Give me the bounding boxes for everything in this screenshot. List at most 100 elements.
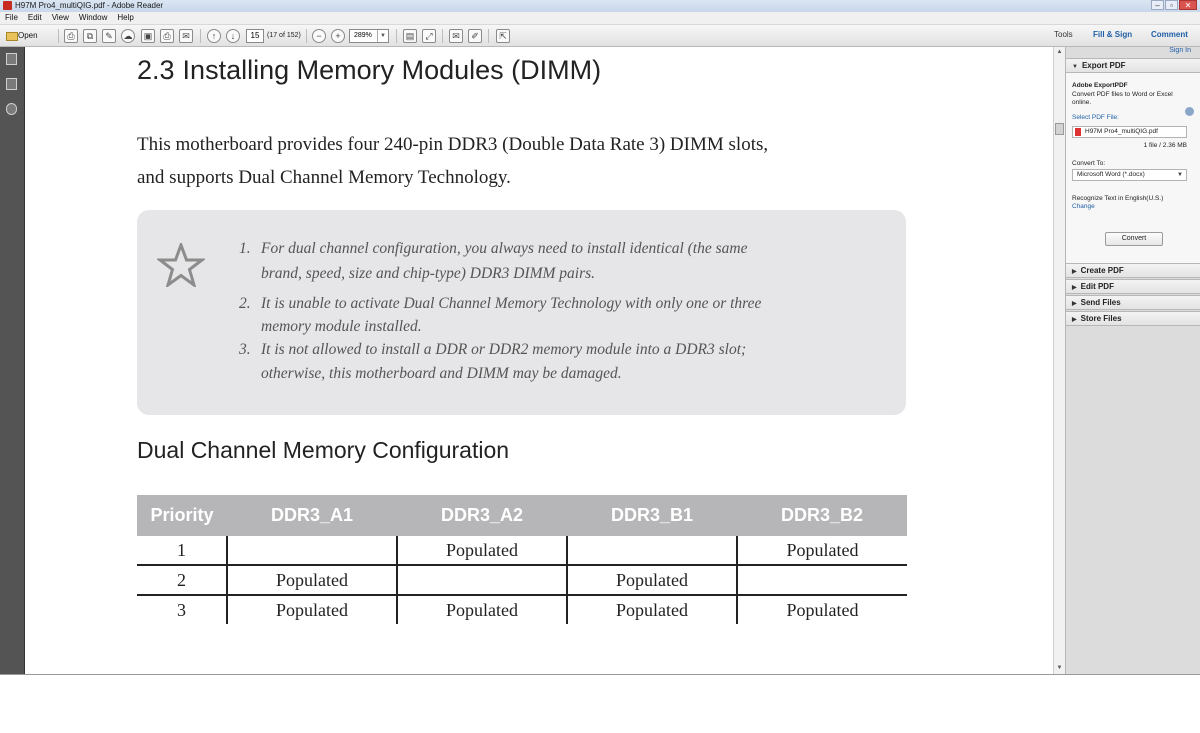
section-number: 2.3	[137, 55, 175, 85]
print-icon[interactable]: ⎙	[160, 29, 174, 43]
star-icon	[157, 243, 205, 287]
fit-page-icon[interactable]: ▤	[403, 29, 417, 43]
table-title: Dual Channel Memory Configuration	[137, 437, 510, 463]
expand-triangle-icon: ▶	[1072, 301, 1077, 307]
menu-window[interactable]: Window	[78, 13, 108, 22]
maximize-button[interactable]: ▫	[1165, 0, 1178, 10]
vertical-scrollbar[interactable]: ▲ ▼	[1053, 47, 1065, 674]
note-text: It is not allowed to install a DDR or DD…	[261, 341, 747, 358]
page-thumbnails-icon[interactable]	[6, 53, 17, 65]
previous-page-icon[interactable]: ↑	[207, 29, 221, 43]
store-files-panel-header[interactable]: ▶Store Files	[1066, 311, 1200, 326]
export-description: Convert PDF files to Word or Excel	[1072, 91, 1173, 98]
create-pdf-label: Create PDF	[1080, 266, 1124, 275]
column-header: DDR3_B1	[567, 495, 737, 536]
blank-area	[0, 674, 1200, 733]
edit-icon[interactable]: ✎	[102, 29, 116, 43]
fill-sign-link[interactable]: Fill & Sign	[1093, 30, 1133, 39]
expand-toolbar-icon[interactable]: ⇱	[496, 29, 510, 43]
cloud-icon[interactable]: ☁	[121, 29, 135, 43]
attachments-icon[interactable]	[6, 103, 17, 115]
scroll-down-icon[interactable]: ▼	[1056, 665, 1063, 671]
table-row: 2 Populated Populated	[137, 565, 907, 596]
bookmarks-icon[interactable]	[6, 78, 17, 90]
chevron-down-icon[interactable]: ▼	[377, 30, 388, 42]
column-header: DDR3_A2	[397, 495, 567, 536]
table-cell: Populated	[226, 595, 397, 624]
toolbar-separator	[442, 29, 443, 43]
table-cell: Populated	[226, 565, 397, 596]
menu-bar: File Edit View Window Help	[0, 12, 1200, 25]
combine-files-icon[interactable]: ⧉	[83, 29, 97, 43]
export-service-name: Adobe ExportPDF	[1072, 82, 1128, 89]
select-pdf-label: Select PDF File:	[1072, 114, 1119, 121]
toolbar-separator	[306, 29, 307, 43]
export-pdf-panel-header[interactable]: ▼Export PDF	[1066, 58, 1200, 73]
folder-icon	[6, 32, 18, 41]
menu-help[interactable]: Help	[117, 13, 134, 22]
sign-in-link[interactable]: Sign In	[1169, 47, 1191, 54]
page-number-input[interactable]: 15	[246, 29, 264, 43]
note-text: memory module installed.	[261, 318, 422, 335]
collapse-triangle-icon: ▼	[1072, 64, 1078, 70]
tools-link[interactable]: Tools	[1054, 30, 1073, 39]
export-description: online.	[1072, 99, 1092, 106]
table-cell: Populated	[566, 565, 737, 596]
adobe-reader-icon	[3, 1, 12, 10]
table-cell: Populated	[736, 536, 907, 566]
table-cell: Populated	[736, 595, 907, 624]
note-text: brand, speed, size and chip-type) DDR3 D…	[261, 265, 596, 282]
zoom-select[interactable]: 289% ▼	[349, 29, 389, 43]
create-pdf-icon[interactable]: ⎙	[64, 29, 78, 43]
note-number: 2.	[239, 295, 251, 312]
zoom-out-icon[interactable]: −	[312, 29, 326, 43]
expand-triangle-icon: ▶	[1072, 285, 1077, 291]
page-count: (17 of 152)	[267, 32, 301, 39]
table-cell: 3	[177, 599, 186, 620]
zoom-in-icon[interactable]: +	[331, 29, 345, 43]
menu-edit[interactable]: Edit	[27, 13, 42, 22]
table-cell: Populated	[566, 595, 737, 624]
table-cell	[566, 536, 737, 566]
next-page-icon[interactable]: ↓	[226, 29, 240, 43]
window-title: H97M Pro4_multiQIG.pdf - Adobe Reader	[15, 1, 164, 10]
change-link[interactable]: Change	[1072, 203, 1095, 210]
help-icon[interactable]	[1185, 107, 1194, 116]
edit-pdf-panel-header[interactable]: ▶Edit PDF	[1066, 279, 1200, 294]
sticky-note-icon[interactable]: ✉	[449, 29, 463, 43]
export-pdf-label: Export PDF	[1081, 61, 1126, 70]
table-cell: 1	[137, 536, 227, 566]
table-cell: Populated	[396, 595, 567, 624]
expand-triangle-icon: ▶	[1072, 269, 1077, 275]
comment-link[interactable]: Comment	[1151, 30, 1188, 39]
send-files-panel-header[interactable]: ▶Send Files	[1066, 295, 1200, 310]
menu-file[interactable]: File	[5, 13, 18, 22]
scroll-up-icon[interactable]: ▲	[1056, 49, 1063, 55]
selected-pdf-file[interactable]: H97M Pro4_multiQIG.pdf	[1072, 126, 1187, 138]
column-header: DDR3_A1	[227, 495, 397, 536]
convert-format-select[interactable]: Microsoft Word (*.docx) ▼	[1072, 169, 1187, 181]
table-row: 3 Populated Populated Populated Populate…	[137, 595, 907, 624]
save-icon[interactable]: ▣	[141, 29, 155, 43]
table-cell	[226, 536, 397, 566]
send-files-label: Send Files	[1080, 298, 1121, 307]
toolbar: Open ⎙ ⧉ ✎ ☁ ▣ ⎙ ✉ ↑ ↓ 15 (17 of 152) − …	[0, 25, 1200, 47]
scrollbar-thumb[interactable]	[1055, 123, 1064, 135]
menu-view[interactable]: View	[51, 13, 69, 22]
email-icon[interactable]: ✉	[179, 29, 193, 43]
table-cell: 2	[137, 565, 227, 596]
minimize-button[interactable]: –	[1151, 0, 1164, 10]
table-header-row: Priority DDR3_A1 DDR3_A2 DDR3_B1 DDR3_B2	[137, 495, 907, 536]
open-button[interactable]: Open	[4, 29, 38, 44]
note-number: 1.	[239, 240, 251, 257]
open-label: Open	[18, 31, 38, 40]
highlight-icon[interactable]: ✐	[468, 29, 482, 43]
convert-button[interactable]: Convert	[1105, 232, 1163, 246]
export-pdf-panel: Adobe ExportPDF Convert PDF files to Wor…	[1066, 73, 1200, 263]
close-button[interactable]: ✕	[1179, 0, 1197, 10]
full-screen-icon[interactable]: ⤢	[422, 29, 436, 43]
table-cell	[736, 565, 907, 596]
create-pdf-panel-header[interactable]: ▶Create PDF	[1066, 263, 1200, 278]
